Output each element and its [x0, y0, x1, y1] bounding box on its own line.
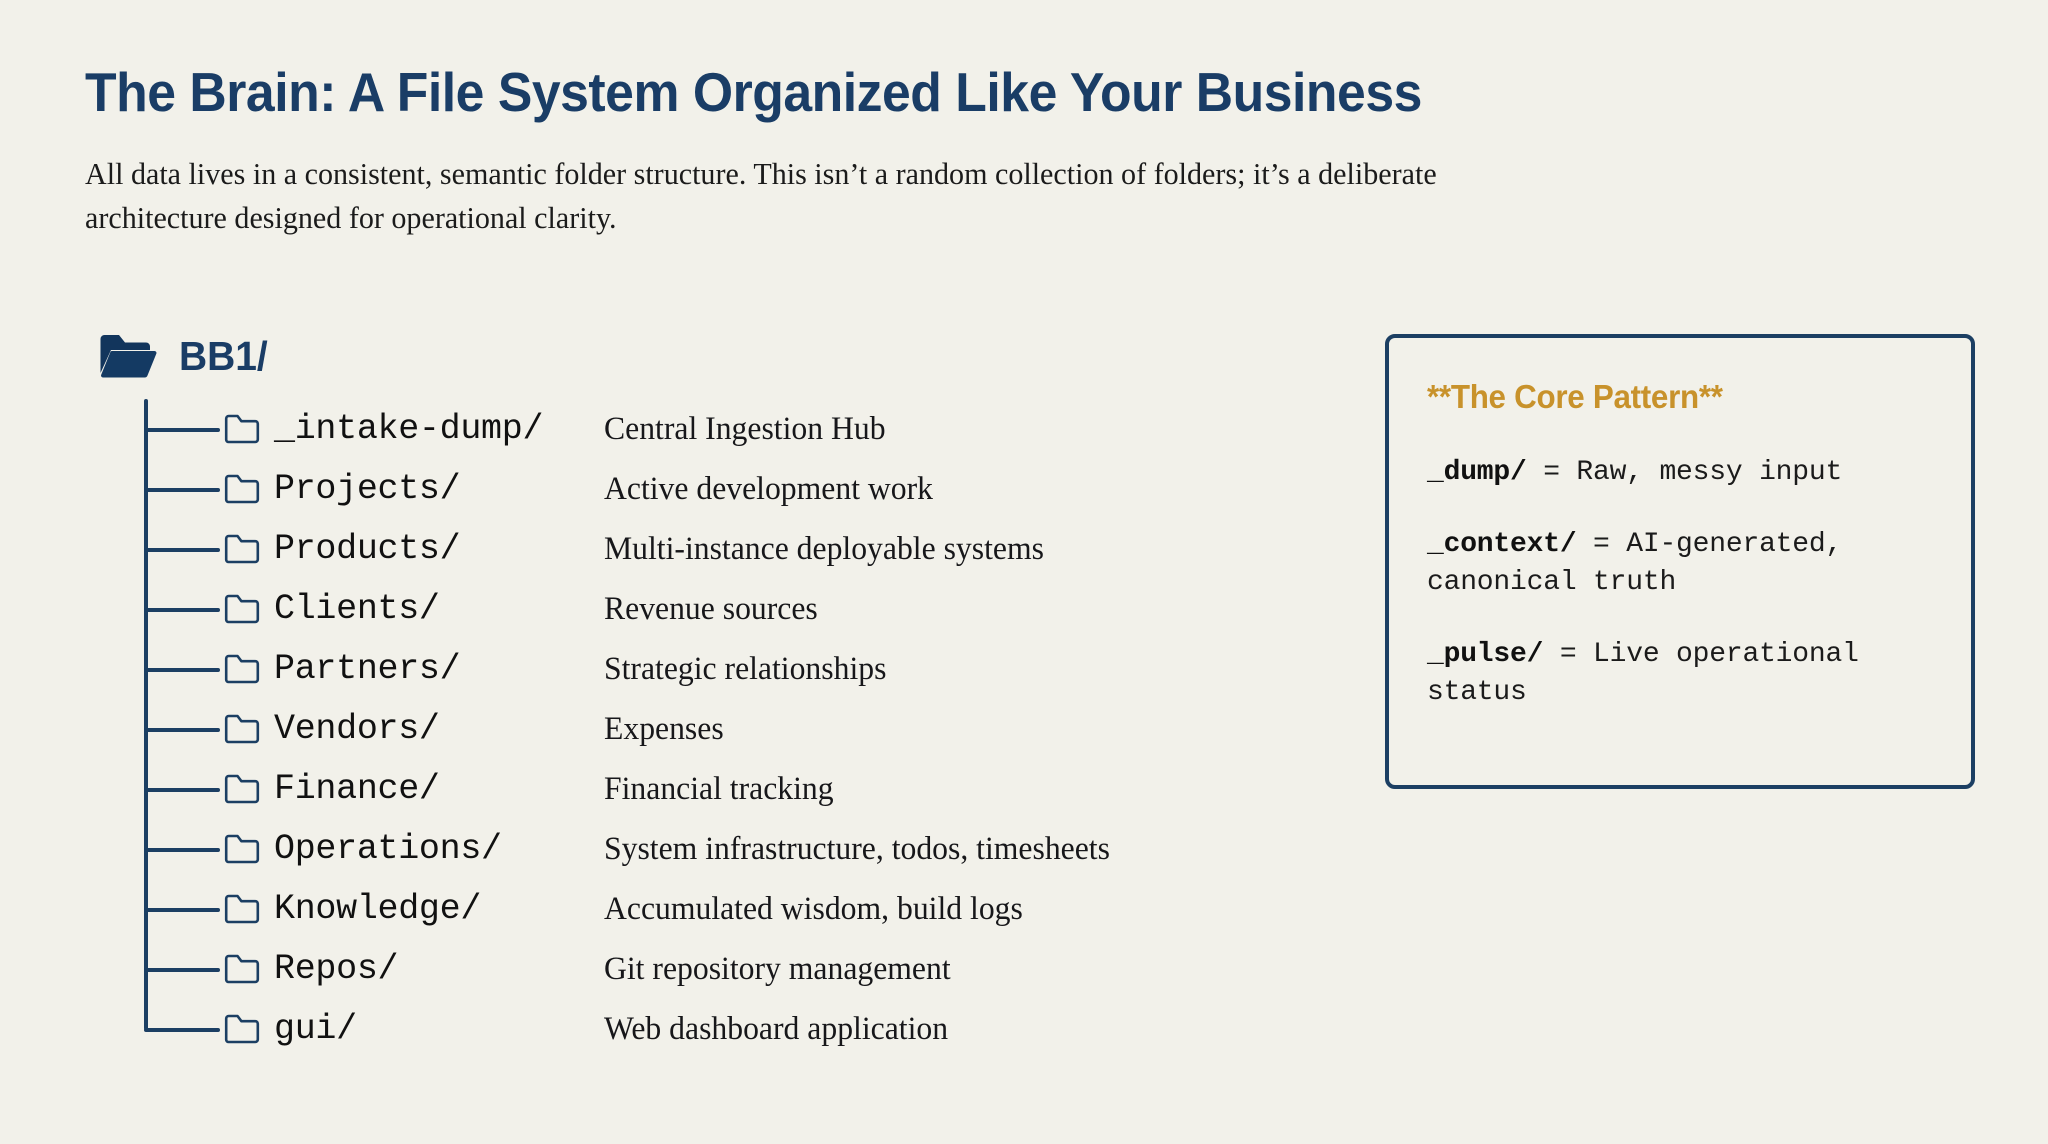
folder-description: Active development work: [604, 470, 934, 507]
folder-icon: [224, 894, 260, 924]
folder-description: Accumulated wisdom, build logs: [604, 890, 1023, 927]
tree-branch-line: [144, 1028, 220, 1032]
page-subtitle: All data lives in a consistent, semantic…: [85, 155, 1437, 235]
folder-name: Repos/: [274, 949, 399, 989]
tree-row[interactable]: _intake-dump/Central Ingestion Hub: [96, 399, 1346, 459]
folder-name: Partners/: [274, 649, 461, 689]
folder-name: Operations/: [274, 829, 502, 869]
tree-row-content: Vendors/Expenses: [96, 709, 1346, 749]
tree-row-content: Knowledge/Accumulated wisdom, build logs: [96, 889, 1346, 929]
tree-branch-line: [144, 548, 220, 552]
folder-open-icon: [100, 335, 157, 378]
tree-row[interactable]: Projects/Active development work: [96, 459, 1346, 519]
tree-branch-line: [144, 488, 220, 492]
tree-root-label: BB1/: [179, 332, 268, 379]
folder-name: Clients/: [274, 589, 440, 629]
folder-icon: [224, 654, 260, 684]
tree-row-content: Projects/Active development work: [96, 469, 1346, 509]
tree-row[interactable]: Finance/Financial tracking: [96, 759, 1346, 819]
callout-heading: **The Core Pattern**: [1427, 378, 1723, 415]
tree-branch-line: [144, 788, 220, 792]
tree-row[interactable]: gui/Web dashboard application: [96, 999, 1346, 1059]
callout-line: _context/ = AI-generated, canonical trut…: [1427, 526, 1933, 602]
tree-row-content: Partners/Strategic relationships: [96, 649, 1346, 689]
tree-row-content: Clients/Revenue sources: [96, 589, 1346, 629]
folder-icon: [224, 714, 260, 744]
callout-line: _dump/ = Raw, messy input: [1427, 454, 1933, 492]
tree-row-content: Products/Multi-instance deployable syste…: [96, 529, 1346, 569]
folder-name: _intake-dump/: [274, 409, 544, 449]
folder-description: Multi-instance deployable systems: [604, 530, 1044, 567]
folder-description: Central Ingestion Hub: [604, 410, 886, 447]
folder-description: Revenue sources: [604, 590, 818, 627]
tree-branch-line: [144, 728, 220, 732]
folder-description: Financial tracking: [604, 770, 834, 807]
folder-name: Projects/: [274, 469, 461, 509]
folder-description: Expenses: [604, 710, 724, 747]
callout-line-value: = AI-generated, canonical truth: [1427, 529, 1843, 599]
tree-branch-line: [144, 608, 220, 612]
tree-branch-line: [144, 668, 220, 672]
callout-line-key: _dump/: [1427, 457, 1527, 488]
folder-icon: [224, 414, 260, 444]
folder-name: Products/: [274, 529, 461, 569]
header: The Brain: A File System Organized Like …: [85, 62, 1885, 240]
folder-icon: [224, 474, 260, 504]
tree-row-content: Operations/System infrastructure, todos,…: [96, 829, 1346, 869]
callout-line-key: _context/: [1427, 529, 1577, 561]
core-pattern-callout: **The Core Pattern** _dump/ = Raw, messy…: [1385, 334, 1975, 789]
tree-branch-line: [144, 968, 220, 972]
tree-row-content: Repos/Git repository management: [96, 949, 1346, 989]
tree-root-node[interactable]: BB1/: [96, 325, 1346, 387]
tree-row[interactable]: Clients/Revenue sources: [96, 579, 1346, 639]
tree-trunk-line: [144, 399, 148, 1030]
folder-description: System infrastructure, todos, timesheets: [604, 830, 1110, 867]
folder-icon: [224, 834, 260, 864]
callout-lines: _dump/ = Raw, messy input _context/ = AI-…: [1427, 454, 1933, 712]
callout-line-value: = Live operational status: [1427, 639, 1859, 709]
tree-row[interactable]: Repos/Git repository management: [96, 939, 1346, 999]
folder-description: Web dashboard application: [604, 1010, 949, 1047]
folder-name: Knowledge/: [274, 889, 482, 929]
tree-row-content: gui/Web dashboard application: [96, 1009, 1346, 1049]
callout-line-key: _pulse/: [1427, 639, 1544, 671]
folder-name: Finance/: [274, 769, 440, 809]
tree-row-content: _intake-dump/Central Ingestion Hub: [96, 409, 1346, 449]
folder-name: Vendors/: [274, 709, 440, 749]
tree-row[interactable]: Products/Multi-instance deployable syste…: [96, 519, 1346, 579]
tree-row-content: Finance/Financial tracking: [96, 769, 1346, 809]
folder-icon: [224, 954, 260, 984]
callout-line: _pulse/ = Live operational status: [1427, 636, 1933, 712]
tree-row[interactable]: Vendors/Expenses: [96, 699, 1346, 759]
tree-branch-line: [144, 848, 220, 852]
folder-icon: [224, 594, 260, 624]
tree-row[interactable]: Partners/Strategic relationships: [96, 639, 1346, 699]
folder-icon: [224, 1014, 260, 1044]
tree-branch-line: [144, 908, 220, 912]
folder-icon: [224, 774, 260, 804]
folder-description: Strategic relationships: [604, 650, 887, 687]
page-title: The Brain: A File System Organized Like …: [85, 61, 1422, 123]
folder-name: gui/: [274, 1009, 357, 1049]
tree-row[interactable]: Knowledge/Accumulated wisdom, build logs: [96, 879, 1346, 939]
tree-row[interactable]: Operations/System infrastructure, todos,…: [96, 819, 1346, 879]
folder-icon: [224, 534, 260, 564]
folder-description: Git repository management: [604, 950, 951, 987]
callout-line-value: = Raw, messy input: [1526, 457, 1843, 488]
tree-branch-line: [144, 428, 220, 432]
